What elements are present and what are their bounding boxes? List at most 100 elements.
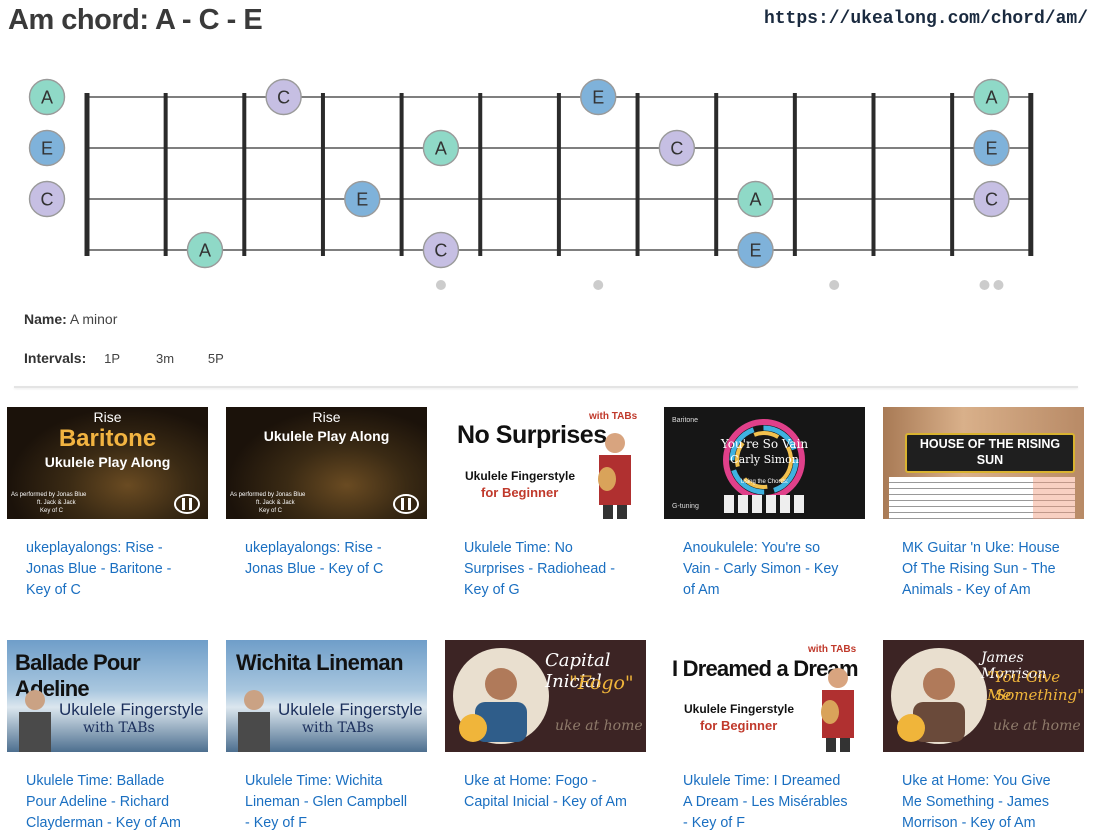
video-card[interactable]: Rise Ukulele Play Along As performed by …: [226, 407, 427, 580]
fret-marker-dot: [993, 280, 1004, 290]
video-thumbnail[interactable]: Rise Baritone Ukulele Play Along As perf…: [7, 407, 208, 519]
video-title-link[interactable]: Ukulele Time: No Surprises - Radiohead -…: [464, 540, 615, 598]
note-label: A: [41, 88, 53, 108]
fret-marker-dot: [435, 280, 446, 290]
thumb-title-box: [905, 433, 1075, 473]
thumb-text: As performed by Jonas Blue: [230, 492, 306, 498]
note-label: C: [985, 190, 998, 210]
video-title-link[interactable]: Uke at Home: Fogo - Capital Inicial - Ke…: [464, 773, 627, 810]
video-card[interactable]: Wichita Lineman Ukulele Fingerstyle with…: [226, 640, 427, 834]
fret-line: [792, 93, 797, 256]
thumb-text: Carly Simon: [730, 453, 799, 466]
chord-name-label: Name:: [24, 311, 67, 327]
thumb-text: Ukulele Fingerstyle: [278, 700, 423, 719]
interval-item: 1P: [104, 351, 121, 366]
thumb-text: Baritone: [672, 417, 699, 424]
thumb-text: Baritone: [58, 425, 157, 452]
note-marker: [737, 231, 774, 269]
thumb-text: "You Give Me: [987, 668, 1061, 704]
video-card[interactable]: Rise Baritone Ukulele Play Along As perf…: [7, 407, 208, 601]
fret-marker-dot: [829, 280, 840, 290]
tab-notation: [889, 477, 1075, 519]
thumb-text: Rise: [93, 409, 122, 425]
fret-marker-dot: [593, 280, 604, 290]
note-label: A: [435, 139, 447, 159]
video-thumbnail[interactable]: No Surprises with TABs Ukulele Fingersty…: [445, 407, 646, 519]
fret-line: [556, 93, 561, 256]
note-marker: [28, 180, 66, 218]
chord-url-link[interactable]: https://ukealong.com/chord/am/: [763, 9, 1088, 29]
video-thumbnail[interactable]: Rise Ukulele Play Along As performed by …: [226, 407, 427, 519]
thumb-text: James Morrison: [981, 650, 1047, 682]
thumb-text: Wichita Lineman: [236, 650, 404, 675]
fret-line: [950, 93, 955, 256]
video-card[interactable]: Baritone You're So Vain Carly Simon Usin…: [664, 407, 865, 601]
thumb-text: Ukulele Play Along: [44, 454, 171, 470]
video-card[interactable]: I Dreamed a Dream with TABs Ukulele Fing…: [664, 640, 865, 834]
video-thumbnail[interactable]: HOUSE OF THE RISING SUN: [883, 407, 1084, 519]
tab-highlight: [1033, 477, 1075, 519]
video-thumbnail[interactable]: James Morrison "You Give Me Something" u…: [883, 640, 1084, 752]
video-title-link[interactable]: Uke at Home: You Give Me Something - Jam…: [902, 773, 1051, 831]
video-title-link[interactable]: ukeplayalongs: Rise - Jonas Blue - Barit…: [26, 540, 172, 598]
thumb-text: for Beginner: [700, 718, 778, 733]
note-label: E: [750, 241, 762, 261]
fret-line: [871, 93, 876, 256]
thumb-text: Something": [995, 686, 1084, 704]
video-title-link[interactable]: ukeplayalongs: Rise - Jonas Blue - Key o…: [245, 540, 384, 577]
thumb-text: with TABs: [83, 720, 155, 736]
video-title-link[interactable]: Ukulele Time: Ballade Pour Adeline - Ric…: [26, 773, 181, 831]
fret-line: [478, 93, 483, 256]
video-thumbnail[interactable]: Ballade Pour Adeline Ukulele Fingerstyle…: [7, 640, 208, 752]
thumb-text: ft. Jack & Jack: [37, 500, 76, 506]
thumb-text: with TABs: [589, 411, 638, 422]
fret-line: [399, 93, 404, 256]
thumb-text: SUN: [976, 453, 1004, 467]
intervals-label: Intervals:: [24, 350, 87, 366]
fret-line: [163, 93, 168, 256]
note-marker: [737, 180, 774, 218]
note-marker: [265, 78, 302, 116]
fret-line: [320, 93, 325, 256]
thumb-text: Capital Inicial: [545, 650, 611, 692]
thumb-text: with TABs: [808, 644, 857, 655]
thumb-text: You're So Vain: [720, 437, 809, 451]
page-title: Am chord: A - C - E: [8, 4, 263, 36]
video-thumbnail[interactable]: I Dreamed a Dream with TABs Ukulele Fing…: [664, 640, 865, 752]
video-card[interactable]: James Morrison "You Give Me Something" u…: [883, 640, 1084, 834]
video-card[interactable]: No Surprises with TABs Ukulele Fingersty…: [445, 407, 646, 601]
note-label: A: [750, 190, 762, 210]
note-label: A: [199, 241, 211, 261]
video-card[interactable]: Capital Inicial "Fogo" uke at home Uke a…: [445, 640, 646, 813]
thumb-text: I Dreamed a Dream: [672, 656, 859, 681]
chord-name-row: Name: A minor: [24, 311, 117, 327]
thumb-text: Ukulele Fingerstyle: [684, 702, 795, 716]
interval-item: 5P: [207, 351, 224, 366]
person-figure-icon: [238, 690, 270, 752]
person-portrait-icon: [891, 648, 987, 744]
person-portrait-icon: [453, 648, 549, 744]
video-title-link[interactable]: Anoukulele: You're so Vain - Carly Simon…: [683, 540, 839, 598]
video-title-link[interactable]: MK Guitar 'n Uke: House Of The Rising Su…: [902, 540, 1060, 598]
chord-name-value: A minor: [69, 311, 118, 327]
rainbow-ring-icon: [723, 419, 805, 501]
video-title-link[interactable]: Ukulele Time: I Dreamed A Dream - Les Mi…: [683, 773, 848, 831]
note-label: C: [434, 241, 447, 261]
thumb-text: No Surprises: [457, 421, 607, 449]
person-figure-icon: [598, 433, 631, 519]
video-thumbnail[interactable]: Wichita Lineman Ukulele Fingerstyle with…: [226, 640, 427, 752]
thumb-text: HOUSE OF THE RISING: [919, 437, 1061, 451]
note-label: A: [985, 88, 997, 108]
thumb-text: uke at home: [555, 718, 643, 734]
note-label: C: [277, 88, 290, 108]
video-title-link[interactable]: Ukulele Time: Wichita Lineman - Glen Cam…: [245, 773, 408, 831]
video-thumbnail[interactable]: Capital Inicial "Fogo" uke at home: [445, 640, 646, 752]
nut: [84, 93, 90, 256]
thumb-text: G-tuning: [672, 503, 699, 510]
video-card[interactable]: Ballade Pour Adeline Ukulele Fingerstyle…: [7, 640, 208, 834]
channel-logo-icon: [393, 494, 419, 514]
chord-diagrams-strip: [724, 495, 808, 513]
video-card[interactable]: HOUSE OF THE RISING SUN MK Guitar 'n Uke…: [883, 407, 1084, 601]
video-thumbnail[interactable]: Baritone You're So Vain Carly Simon Usin…: [664, 407, 865, 519]
